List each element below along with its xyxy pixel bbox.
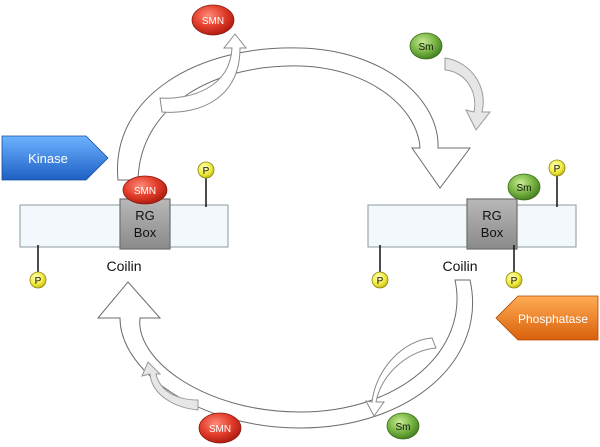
smn-release-arrow: [159, 33, 248, 113]
left-bound-smn-label: SMN: [134, 186, 156, 197]
right-bound-sm-label: Sm: [517, 183, 532, 194]
kinase: Kinase: [1, 135, 109, 181]
phosphatase-arrow-shape: [495, 295, 599, 341]
free-sm-bottom: [386, 412, 420, 440]
right-box-label: Box: [481, 225, 504, 240]
right-rg-box: [466, 198, 518, 250]
free-smn-top: [191, 4, 235, 36]
phosphatase-label: Phosphatase: [518, 312, 588, 326]
right-rg-label: RG: [482, 208, 502, 223]
right-bound-sm: [507, 173, 541, 201]
right-left-phosphate: [371, 271, 389, 289]
free-smn-top-label: SMN: [202, 16, 224, 27]
left-bound-smn: [122, 175, 168, 205]
top-cycle-arrow: [117, 47, 471, 189]
bottom-cycle-arrow: [96, 279, 474, 429]
smn-binding-arrow: [141, 361, 199, 411]
right-top-phosphate: [548, 159, 566, 177]
left-rg-box: [119, 198, 171, 250]
free-sm-top-label: Sm: [419, 42, 434, 53]
right-coilin-label: Coilin: [442, 258, 477, 274]
sm-release-arrow: [365, 337, 437, 417]
free-sm-top: [409, 32, 443, 60]
free-smn-bottom-label: SMN: [209, 424, 231, 435]
left-coilin: RG Box Coilin SMN P P: [19, 161, 229, 289]
kinase-arrow-shape: [1, 135, 109, 181]
free-factors: SMN Sm SMN Sm: [191, 4, 443, 444]
free-sm-bottom-label: Sm: [396, 422, 411, 433]
sm-binding-arrow: [444, 57, 492, 131]
left-box-label: Box: [134, 225, 157, 240]
right-left-phosphate-label: P: [377, 276, 384, 287]
right-top-phosphate-label: P: [554, 164, 561, 175]
left-rg-label: RG: [135, 208, 155, 223]
right-coilin: RG Box Coilin Sm P P P: [367, 159, 577, 289]
left-bottom-phosphate: [29, 271, 47, 289]
phosphatase: Phosphatase: [495, 295, 599, 341]
right-rg-phosphate: [505, 271, 523, 289]
right-rg-phosphate-label: P: [511, 276, 518, 287]
left-top-phosphate-label: P: [203, 166, 210, 177]
free-smn-bottom: [198, 412, 242, 444]
left-coilin-label: Coilin: [106, 258, 141, 274]
left-bottom-phosphate-label: P: [35, 276, 42, 287]
kinase-label: Kinase: [28, 151, 68, 166]
left-top-phosphate: [197, 161, 215, 179]
small-arrows: [141, 33, 492, 417]
